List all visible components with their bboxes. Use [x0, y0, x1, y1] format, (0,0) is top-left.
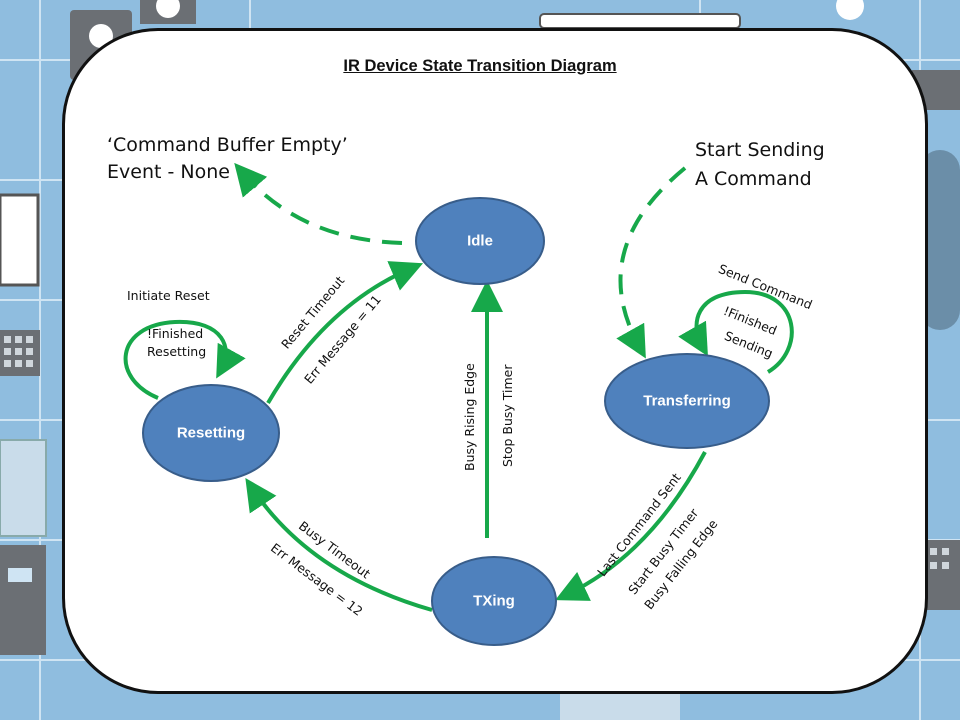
- tablet-icon: [920, 150, 960, 330]
- initiate-reset-label: Initiate Reset: [127, 288, 210, 303]
- diagram-title: IR Device State Transition Diagram: [343, 57, 617, 75]
- node-txing: [431, 556, 557, 646]
- finished-resetting-label-2: Resetting: [147, 344, 207, 359]
- node-resetting: [142, 384, 280, 482]
- buffer-empty-dashed-arrow: [234, 162, 403, 245]
- start-sending-dashed-arrow: [616, 166, 687, 359]
- finished-resetting-label-1: !Finished: [147, 326, 204, 341]
- busy-timeout-arrow: [245, 478, 433, 612]
- node-txing-label: TXing: [473, 592, 515, 610]
- resetting-self-loop: [123, 319, 246, 400]
- buffer-empty-event-line1: ‘Command Buffer Empty’: [107, 134, 348, 156]
- busy-rising-edge-label: Busy Rising Edge: [462, 363, 477, 471]
- reset-timeout-arrow: [266, 261, 424, 405]
- start-sending-event-line1: Start Sending: [695, 139, 825, 161]
- last-command-sent-arrow: [555, 451, 707, 601]
- node-idle-label: Idle: [467, 232, 493, 250]
- buffer-empty-event-line2: Event - None: [107, 161, 230, 183]
- node-transferring: [604, 353, 770, 449]
- transferring-self-loop: [678, 289, 794, 374]
- node-idle: [415, 197, 545, 285]
- node-resetting-label: Resetting: [176, 424, 246, 442]
- monitor-icon: [0, 193, 40, 287]
- stop-busy-timer-label: Stop Busy Timer: [500, 364, 515, 467]
- start-sending-event-line2: A Command: [695, 168, 812, 190]
- node-transferring-label: Transferring: [643, 392, 731, 410]
